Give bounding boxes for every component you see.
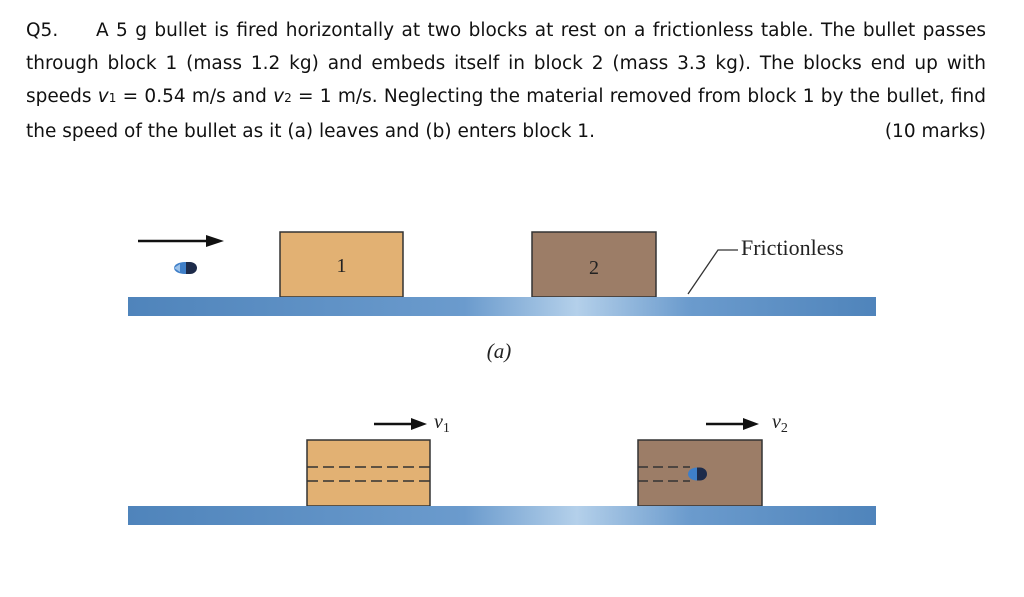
bullet-velocity-arrowhead: [206, 235, 224, 247]
question-number: Q5.: [26, 20, 59, 41]
question-text: Q5.A 5 g bullet is fired horizontally at…: [26, 14, 986, 148]
frictionless-label: Frictionless: [741, 235, 844, 260]
v2-arrowhead: [743, 418, 759, 430]
panel-a: 1 2 Frictionless (a): [128, 231, 876, 363]
v1-subscript: 1: [108, 91, 117, 105]
v1-label: v1: [434, 411, 450, 436]
question-body-part1: A 5 g bullet is fired horizontally at tw…: [26, 20, 986, 107]
v1-arrowhead: [411, 418, 427, 430]
v2-label: v2: [772, 411, 788, 436]
table-bottom: [128, 506, 876, 525]
v1-label-subscript: 1: [443, 421, 450, 436]
v1-label-symbol: v: [434, 411, 443, 433]
v2-label-symbol: v: [772, 411, 781, 433]
frictionless-leader-line: [687, 249, 738, 295]
question-body-part2: = 0.54 m/s and: [116, 86, 274, 107]
v1-symbol: v: [97, 86, 109, 107]
v2-label-subscript: 2: [781, 421, 788, 436]
block-1-after: [306, 439, 431, 507]
part-a-label: (a): [487, 339, 512, 363]
marks-label: (10 marks): [884, 121, 986, 142]
block-1-label: 1: [337, 255, 347, 277]
v2-subscript: 2: [284, 91, 292, 105]
embedded-bullet: [688, 467, 708, 481]
bullet: [174, 262, 197, 274]
block-2: [531, 231, 657, 298]
v2-symbol: v: [273, 86, 285, 107]
block-2-label: 2: [589, 257, 599, 279]
question-body-part3: = 1 m/s. Neglecting the material removed…: [26, 86, 986, 142]
table-top: [128, 297, 876, 316]
panel-b: v1 v2: [128, 411, 876, 525]
